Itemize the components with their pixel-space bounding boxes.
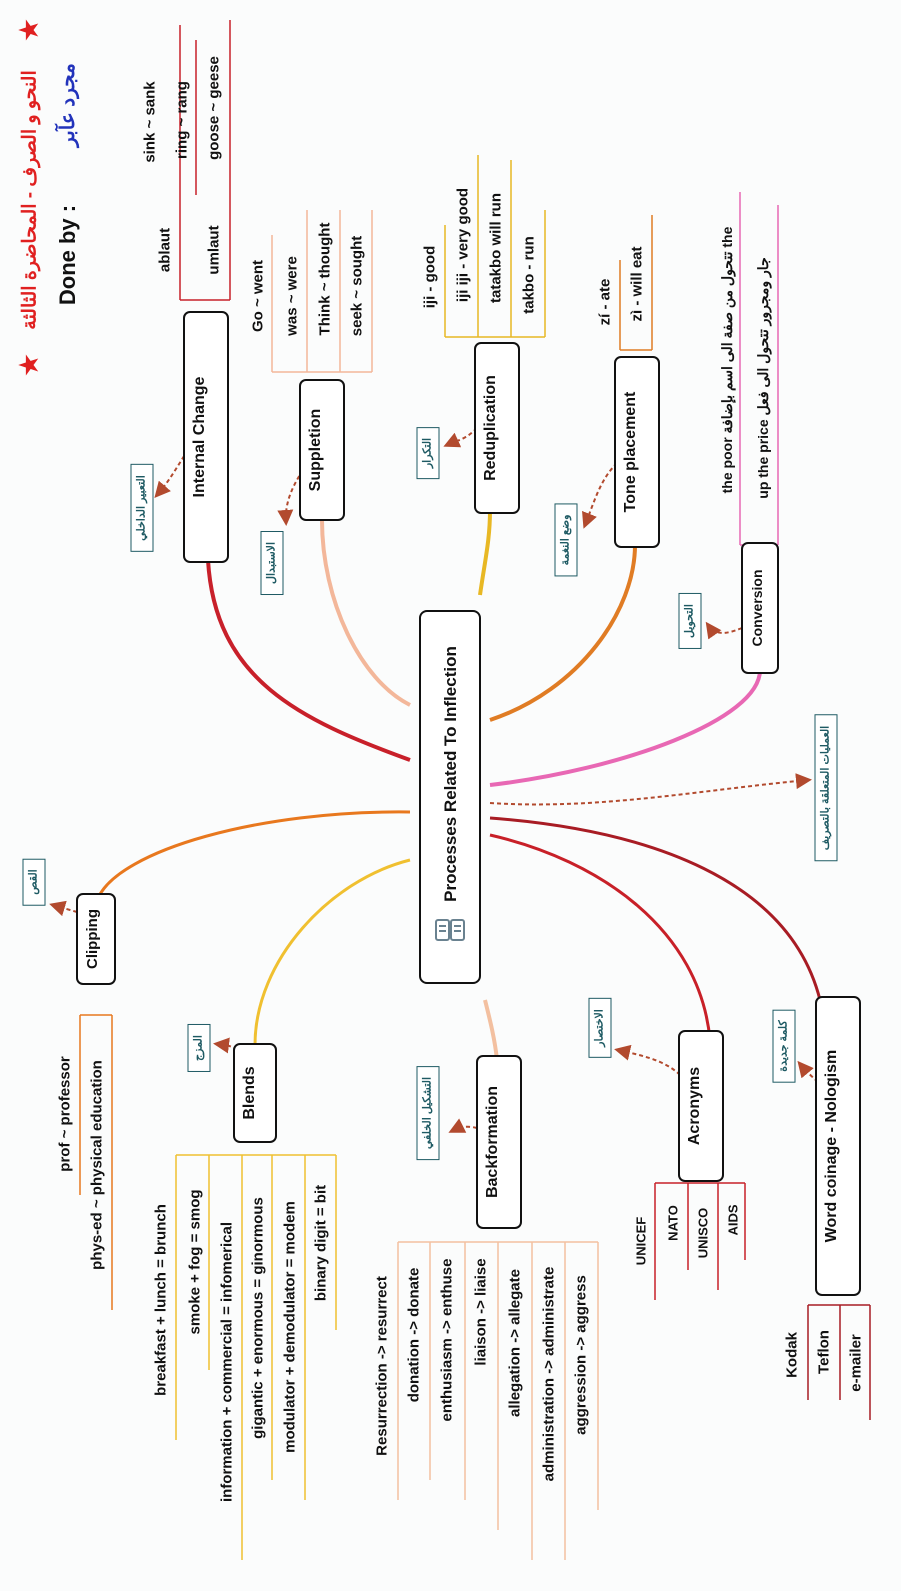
blends-item-2: smoke + fog = smog — [186, 1189, 204, 1335]
acronyms-item-3: UNISCO — [695, 1207, 711, 1259]
blends-item-3: information + commercial = infomerical — [218, 1221, 236, 1503]
backformation-item-2: donation -> donate — [405, 1267, 423, 1403]
conversion-item-2: up the price جار ومجرور تتحول الى فعل — [755, 257, 771, 499]
word-coinage-item-2: Teflon — [815, 1330, 833, 1374]
backformation-item-7: aggression -> aggress — [572, 1275, 590, 1435]
blends-item-5: modulator + demodulator = modem — [281, 1201, 299, 1453]
clipping-item-1: prof ~ professor — [56, 1056, 74, 1172]
backformation-item-5: allegation -> allegate — [506, 1269, 524, 1417]
internal-change-tag: التعبير الداخلي — [130, 464, 154, 552]
suppletion-tag: الاستبدال — [260, 530, 284, 596]
internal-change-node[interactable]: Internal Change — [183, 311, 229, 563]
ablaut-label: ablaut — [156, 227, 174, 273]
conversion-item-1: the poor تتحول من صفة الى اسم بإضافة the — [719, 226, 735, 494]
link-clipping — [96, 810, 411, 899]
acronyms-item-2: NATO — [665, 1205, 681, 1241]
suppletion-item-3: Think ~ thought — [316, 222, 334, 336]
title-star-top: ★ — [16, 19, 43, 41]
title-star-bottom: ★ — [16, 354, 43, 376]
acronyms-item-4: AIDS — [725, 1204, 741, 1236]
backformation-item-1: Resurrection -> resurrect — [373, 1276, 391, 1456]
author-name: مجرد عآبر — [57, 63, 79, 147]
backformation-tag: التشكيل الخلفي — [416, 1065, 440, 1161]
reduplication-node[interactable]: Reduplication — [474, 342, 520, 514]
central-label: Processes Related To Inflection — [440, 646, 460, 902]
blends-item-1: breakfast + lunch = brunch — [152, 1204, 170, 1396]
reduplication-item-1: iji - good — [421, 245, 439, 309]
umlaut-item-1: goose ~ geese — [205, 56, 223, 160]
ablaut-item-2: ring ~ rang — [173, 81, 191, 159]
blends-tag: المزج — [187, 1024, 211, 1072]
link-reduplication — [478, 509, 492, 596]
link-backformation — [483, 999, 499, 1061]
link-internal-change — [206, 559, 411, 762]
done-by-label: Done by : — [55, 204, 80, 306]
blends-item-6: binary digit = bit — [312, 1184, 330, 1302]
backformation-item-6: administration -> administrate — [540, 1266, 558, 1482]
central-node[interactable]: Processes Related To Inflection — [419, 610, 481, 984]
acronyms-item-1: UNICEF — [633, 1216, 649, 1266]
book-icon — [434, 917, 466, 947]
tone-placement-node[interactable]: Tone placement — [614, 356, 660, 548]
link-tone-placement — [489, 544, 637, 722]
word-coinage-item-3: e-mailer — [847, 1334, 865, 1392]
suppletion-node[interactable]: Suppletion — [299, 379, 345, 521]
clipping-node[interactable]: Clipping — [76, 893, 116, 985]
conversion-node[interactable]: Conversion — [741, 542, 779, 674]
backformation-node[interactable]: Backformation — [476, 1055, 522, 1229]
tone-placement-tag: وضع النغمة — [554, 503, 578, 577]
suppletion-item-4: seek ~ sought — [348, 235, 366, 337]
word-coinage-node[interactable]: Word coinage - Nologism — [815, 996, 861, 1296]
reduplication-item-2: iji iji - very good — [454, 187, 472, 303]
link-blends — [253, 858, 411, 1046]
conversion-tag: التحويل — [678, 593, 702, 649]
suppletion-item-1: Go ~ went — [249, 259, 267, 333]
tone-placement-item-1: zí - ate — [596, 278, 614, 326]
clipping-tag: القص — [22, 858, 46, 906]
umlaut-label: umlaut — [205, 225, 223, 275]
link-acronyms — [489, 833, 712, 1041]
central-tag: العمليات المتعلقة بالتصريف — [814, 714, 838, 862]
blends-item-4: gigantic + enormous = ginormous — [249, 1197, 267, 1439]
suppletion-item-2: was ~ were — [283, 256, 301, 336]
link-conversion — [489, 669, 762, 787]
ablaut-item-1: sink ~ sank — [141, 81, 159, 163]
tone-placement-item-2: zì - will eat — [628, 246, 646, 322]
acronyms-node[interactable]: Acronyms — [678, 1030, 724, 1182]
reduplication-item-4: takbo - run — [520, 236, 538, 314]
clipping-item-2: phys-ed ~ physical education — [88, 1060, 106, 1270]
word-coinage-tag: كلمة جديدة — [772, 1009, 796, 1083]
link-suppletion — [320, 519, 411, 707]
blends-node[interactable]: Blends — [233, 1043, 277, 1143]
acronyms-tag: الاختصار — [588, 998, 612, 1058]
word-coinage-item-1: Kodak — [783, 1332, 801, 1378]
backformation-item-4: liaison -> liaise — [472, 1258, 490, 1366]
backformation-item-3: enthusiasm -> enthuse — [438, 1258, 456, 1422]
page-title: النحو و الصرف - المحاضرة الثالثة — [19, 70, 41, 330]
reduplication-tag: التكرار — [416, 426, 440, 480]
link-word-coinage — [489, 816, 822, 1001]
reduplication-item-3: tatakbo will run — [487, 192, 505, 304]
